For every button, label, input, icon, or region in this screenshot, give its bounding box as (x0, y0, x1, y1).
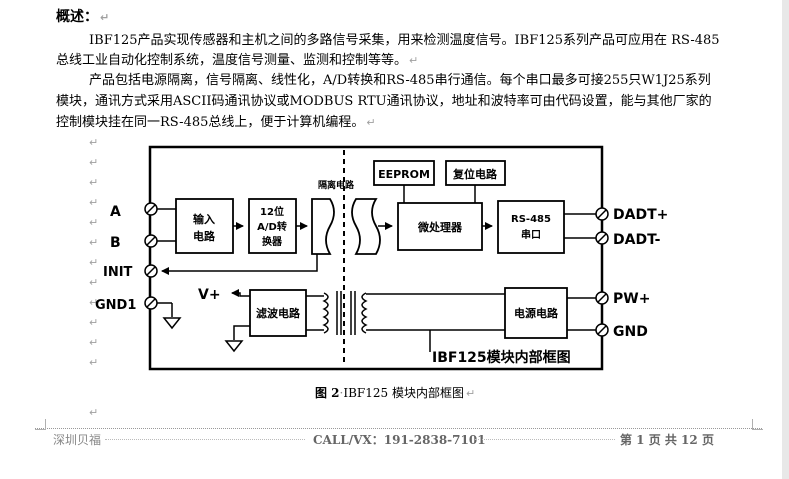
diagram-title: IBF125模块内部框图 (432, 349, 571, 366)
label-pw-plus: PW+ (613, 291, 650, 307)
terminal-a (144, 202, 158, 216)
reset-circuit-label: 复位电路 (452, 167, 498, 181)
page-gutter (782, 0, 789, 479)
paragraph-mark: ↵ (89, 176, 99, 189)
section-heading: 概述：↵ (56, 8, 109, 27)
adc-label-3: 换器 (262, 235, 283, 248)
paragraph-mark: ↵ (89, 336, 99, 349)
adc-label-2: A/D转 (257, 220, 287, 233)
paragraph-mark: ↵ (89, 156, 99, 169)
rs485-block (497, 200, 565, 254)
terminal-gnd (595, 323, 609, 337)
paragraph-mark: ↵ (100, 11, 110, 24)
label-b: B (110, 235, 121, 251)
filter-label: 滤波电路 (256, 306, 301, 320)
paragraph-mark: ↵ (89, 316, 99, 329)
input-circuit-label-2: 电路 (193, 229, 216, 243)
paragraph-mark: ↵ (89, 296, 99, 309)
heading-text: 概述： (56, 9, 98, 25)
paragraph-mark: ↵ (89, 236, 99, 249)
mcu-label: 微处理器 (417, 220, 463, 234)
paragraph-mark: ↵ (409, 54, 419, 67)
footer-page-number: 第 1 页 共 12 页 (620, 433, 714, 447)
figure-caption-text: IBF125 模块内部框图 (343, 386, 464, 400)
paragraph-mark: ↵ (89, 406, 99, 419)
power-label: 电源电路 (514, 306, 559, 320)
isolation-label: 隔离电路 (318, 179, 355, 191)
signal-wires (157, 185, 596, 352)
label-dadt-plus: DADT+ (613, 207, 668, 223)
footer-company: 深圳贝福 (53, 433, 102, 447)
adc-label-1: 12位 (260, 205, 284, 218)
ground-icon (162, 317, 182, 330)
terminal-gnd1 (144, 296, 158, 310)
terminal-pw-plus (595, 291, 609, 305)
rs485-label-1: RS-485 (511, 214, 551, 225)
paragraph-mark: ↵ (89, 136, 99, 149)
label-gnd: GND (613, 324, 648, 340)
power-transformer (322, 291, 368, 335)
figure-number: 图 2 (315, 386, 340, 400)
figure-caption: 图 2·IBF125 模块内部框图↵ (315, 386, 476, 400)
paragraph-line-5: 控制模块挂在同一RS-485总线上，便于计算机编程。↵ (56, 114, 376, 132)
terminal-b (144, 234, 158, 248)
rs485-label-2: 串口 (521, 228, 541, 241)
footer-leader (105, 439, 305, 440)
paragraph-mark: ↵ (89, 216, 99, 229)
paragraph-mark: ↵ (89, 356, 99, 369)
isolation-coupler-left (311, 198, 335, 255)
paragraph-line-1: IBF125产品实现传感器和主机之间的多路信号采集，用来检测温度信号。IBF12… (89, 33, 720, 48)
paragraph-mark: ↵ (89, 256, 99, 269)
footer-contact: CALL/VX：191-2838-7101 (313, 433, 486, 447)
footer-leader (475, 439, 615, 440)
input-circuit-label-1: 输入 (193, 212, 215, 226)
eeprom-label: EEPROM (378, 168, 430, 181)
label-a: A (110, 204, 121, 220)
label-dadt-minus: DADT- (613, 232, 661, 248)
paragraph-line-2-text: 总线工业自动化控制系统，温度信号测量、监测和控制等等。 (56, 53, 408, 68)
diagram-frame (148, 145, 604, 371)
terminal-init (144, 264, 158, 278)
paragraph-line-3: 产品包括电源隔离，信号隔离、线性化，A/D转换和RS-485串行通信。每个串口最… (89, 73, 711, 88)
power-block (504, 287, 568, 339)
ground-icon (224, 340, 244, 353)
vplus-label: V+ (198, 287, 221, 303)
paragraph-mark: ↵ (89, 196, 99, 209)
page-corner-mark (35, 419, 46, 430)
page-corner-mark (752, 419, 763, 430)
input-circuit-block (175, 198, 234, 254)
paragraph-mark: ↵ (465, 387, 476, 400)
paragraph-line-4: 模块，通讯方式采用ASCII码通讯协议或MODBUS RTU通讯协议，地址和波特… (56, 94, 712, 109)
isolation-coupler-right (351, 198, 381, 255)
footer-divider (35, 428, 762, 429)
label-init: INIT (103, 265, 133, 280)
paragraph-mark: ↵ (89, 276, 99, 289)
filter-block (249, 289, 307, 337)
terminal-dadt-plus (595, 207, 609, 221)
paragraph-line-2: 总线工业自动化控制系统，温度信号测量、监测和控制等等。↵ (56, 52, 418, 70)
paragraph-line-5-text: 控制模块挂在同一RS-485总线上，便于计算机编程。 (56, 115, 365, 130)
page-footer: 深圳贝福 CALL/VX：191-2838-7101 第 1 页 共 12 页 (35, 428, 762, 449)
terminal-dadt-minus (595, 231, 609, 245)
label-gnd1: GND1 (95, 298, 136, 313)
paragraph-mark: ↵ (366, 116, 376, 129)
